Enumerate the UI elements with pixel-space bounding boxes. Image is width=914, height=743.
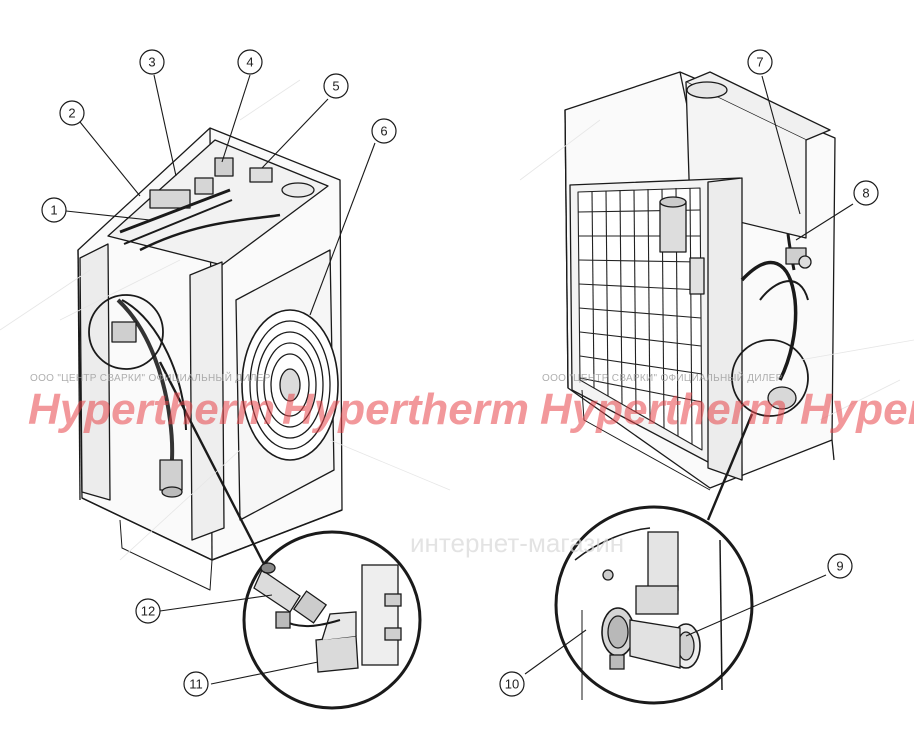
- callout-8-label: 8: [862, 186, 869, 201]
- watermark-brand-4: Hypertherm: [800, 385, 914, 434]
- callout-9: 9: [827, 553, 853, 579]
- callout-1: 1: [41, 197, 67, 223]
- callout-7-label: 7: [756, 55, 763, 70]
- callout-8: 8: [853, 180, 879, 206]
- watermark: ООО "ЦЕНТР СВАРКИ" ОФИЦИАЛЬНЫЙ ДИЛЕР ООО…: [28, 371, 914, 558]
- right-zoom-detail: [554, 413, 754, 705]
- watermark-dealer-line-1: ООО "ЦЕНТР СВАРКИ" ОФИЦИАЛЬНЫЙ ДИЛЕР: [30, 371, 271, 384]
- callout-2-label: 2: [68, 106, 75, 121]
- callout-4: 4: [237, 49, 263, 75]
- callout-4-label: 4: [246, 55, 253, 70]
- callout-12-label: 12: [141, 604, 155, 619]
- watermark-brand-1: Hypertherm: [28, 385, 275, 434]
- callout-2: 2: [59, 100, 85, 126]
- callout-12: 12: [135, 598, 161, 624]
- callout-10: 10: [499, 671, 525, 697]
- watermark-brand-3: Hypertherm: [540, 385, 787, 434]
- watermark-dealer-line-2: ООО "ЦЕНТР СВАРКИ" ОФИЦИАЛЬНЫЙ ДИЛЕР: [542, 371, 783, 384]
- callout-5: 5: [323, 73, 349, 99]
- callout-11: 11: [183, 671, 209, 697]
- callout-3-label: 3: [148, 55, 155, 70]
- callout-10-label: 10: [505, 677, 519, 692]
- callout-3: 3: [139, 49, 165, 75]
- watermark-brand-2: Hypertherm: [282, 385, 529, 434]
- watermark-site-line: интернет-магазин: [410, 528, 624, 558]
- background-rays: [0, 79, 914, 561]
- callout-markers: 1 2 3 4 5 6 7 8: [41, 49, 879, 697]
- callout-1-label: 1: [50, 203, 57, 218]
- right-unit-drawing: [564, 71, 836, 491]
- callout-9-label: 9: [836, 559, 843, 574]
- callout-11-label: 11: [189, 677, 203, 692]
- callout-6: 6: [371, 118, 397, 144]
- callout-6-label: 6: [380, 124, 387, 139]
- callout-7: 7: [747, 49, 773, 75]
- callout-5-label: 5: [332, 79, 339, 94]
- callout-lines: [65, 74, 854, 685]
- left-zoom-detail: [158, 361, 422, 710]
- left-unit-drawing: [77, 127, 343, 591]
